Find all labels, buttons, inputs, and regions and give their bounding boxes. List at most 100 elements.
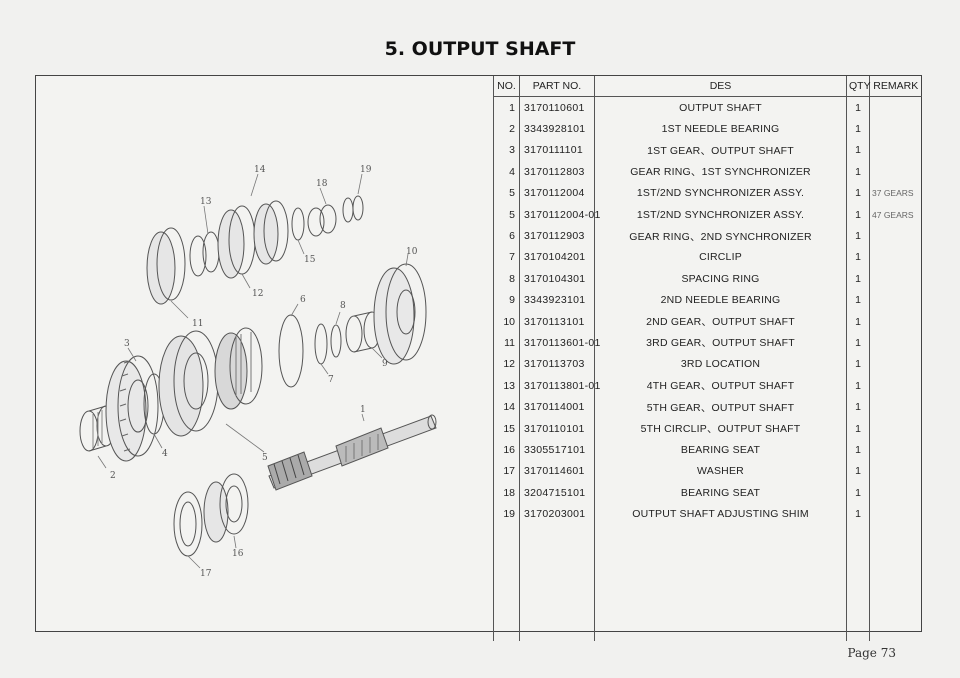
- cell-des: 3RD GEAR、OUTPUT SHAFT: [594, 332, 847, 354]
- cell-des: 1ST/2ND SYNCHRONIZER ASSY.: [594, 203, 847, 226]
- circlip-drawing: [314, 323, 328, 365]
- cell-qty: 1: [846, 310, 870, 333]
- callout-leaders: [97, 173, 409, 569]
- empty-cell: [519, 524, 595, 641]
- header-des: DES: [594, 76, 847, 97]
- callout-19: 19: [360, 165, 372, 175]
- cell-remark: [869, 460, 922, 483]
- cell-qty: 1: [846, 417, 870, 440]
- table-header-row: NO. PART NO. DES QTY REMARK: [493, 76, 922, 97]
- cell-part-no: 3170113601-01: [519, 332, 600, 354]
- cell-no: 10: [493, 310, 520, 333]
- gear-ring-2nd-drawing: [278, 314, 304, 388]
- cell-des: SPACING RING: [594, 268, 847, 290]
- cell-remark: [869, 289, 922, 311]
- cell-no: 16: [493, 439, 520, 461]
- callout-4: 4: [162, 449, 168, 459]
- cell-des: 1ST NEEDLE BEARING: [594, 118, 847, 140]
- cell-remark: [869, 310, 922, 333]
- cell-qty: 1: [846, 375, 870, 397]
- cell-part-no: 3170104301: [519, 268, 595, 290]
- cell-remark: [869, 353, 922, 376]
- cell-qty: 1: [846, 118, 870, 140]
- cell-des: GEAR RING、1ST SYNCHRONIZER: [594, 161, 847, 183]
- cell-des: BEARING SEAT: [594, 482, 847, 504]
- cell-part-no: 3170104201: [519, 246, 595, 269]
- page-number: Page 73: [847, 646, 896, 660]
- cell-part-no: 3170112903: [519, 225, 595, 247]
- synchronizer-assy-drawing: [158, 327, 263, 437]
- cell-qty: 1: [846, 289, 870, 311]
- cell-no: 11: [493, 332, 520, 354]
- cell-remark: [869, 161, 922, 183]
- cell-part-no: 3170112004-01: [519, 203, 600, 226]
- cell-des: 1ST/2ND SYNCHRONIZER ASSY.: [594, 182, 847, 204]
- callout-8: 8: [340, 301, 346, 311]
- cell-des: OUTPUT SHAFT ADJUSTING SHIM: [594, 503, 847, 525]
- cell-remark: [869, 503, 922, 525]
- cell-part-no: 3170113801-01: [519, 375, 600, 397]
- cell-qty: 1: [846, 332, 870, 354]
- cell-no: 14: [493, 396, 520, 418]
- cell-part-no: 3343923101: [519, 289, 595, 311]
- cell-part-no: 3343928101: [519, 118, 595, 140]
- callout-2: 2: [110, 471, 116, 481]
- cell-qty: 1: [846, 96, 870, 119]
- callout-3: 3: [124, 339, 130, 349]
- cell-part-no: 3170114601: [519, 460, 595, 483]
- cell-part-no: 3170112803: [519, 161, 595, 183]
- cell-remark: [869, 375, 922, 397]
- cell-no: 4: [493, 161, 520, 183]
- cell-part-no: 3170111101: [519, 139, 595, 162]
- cell-remark: [869, 482, 922, 504]
- cell-no: 18: [493, 482, 520, 504]
- cell-qty: 1: [846, 268, 870, 290]
- cell-no: 7: [493, 246, 520, 269]
- callout-15: 15: [304, 255, 316, 265]
- cell-des: BEARING SEAT: [594, 439, 847, 461]
- cell-qty: 1: [846, 439, 870, 461]
- cell-qty: 1: [846, 460, 870, 483]
- cell-qty: 1: [846, 503, 870, 525]
- page-title: 5. OUTPUT SHAFT: [384, 38, 576, 60]
- empty-cell: [493, 524, 520, 641]
- cell-des: WASHER: [594, 460, 847, 483]
- cell-remark: [869, 268, 922, 290]
- cell-des: OUTPUT SHAFT: [594, 96, 847, 119]
- cell-part-no: 3170112004: [519, 182, 595, 204]
- empty-cell: [869, 524, 922, 641]
- cell-qty: 1: [846, 396, 870, 418]
- cell-no: 5: [493, 182, 520, 204]
- cell-remark: [869, 139, 922, 162]
- table-filler-row: [493, 524, 922, 641]
- second-gear-drawing: [373, 263, 427, 365]
- cell-part-no: 3305517101: [519, 439, 595, 461]
- cell-qty: 1: [846, 182, 870, 204]
- exploded-view-diagram: 1 2 3 4 5 6 7 8 9 10 11 12 13 14 15 16 1…: [79, 165, 437, 579]
- cell-qty: 1: [846, 353, 870, 376]
- cell-des: 4TH GEAR、OUTPUT SHAFT: [594, 375, 847, 397]
- empty-cell: [846, 524, 870, 641]
- cell-no: 19: [493, 503, 520, 525]
- callout-12: 12: [252, 289, 263, 299]
- cell-des: 2ND GEAR、OUTPUT SHAFT: [594, 310, 847, 333]
- cell-des: CIRCLIP: [594, 246, 847, 269]
- cell-no: 3: [493, 139, 520, 162]
- cell-remark: [869, 332, 922, 354]
- cell-qty: 1: [846, 139, 870, 162]
- callout-9: 9: [382, 359, 388, 369]
